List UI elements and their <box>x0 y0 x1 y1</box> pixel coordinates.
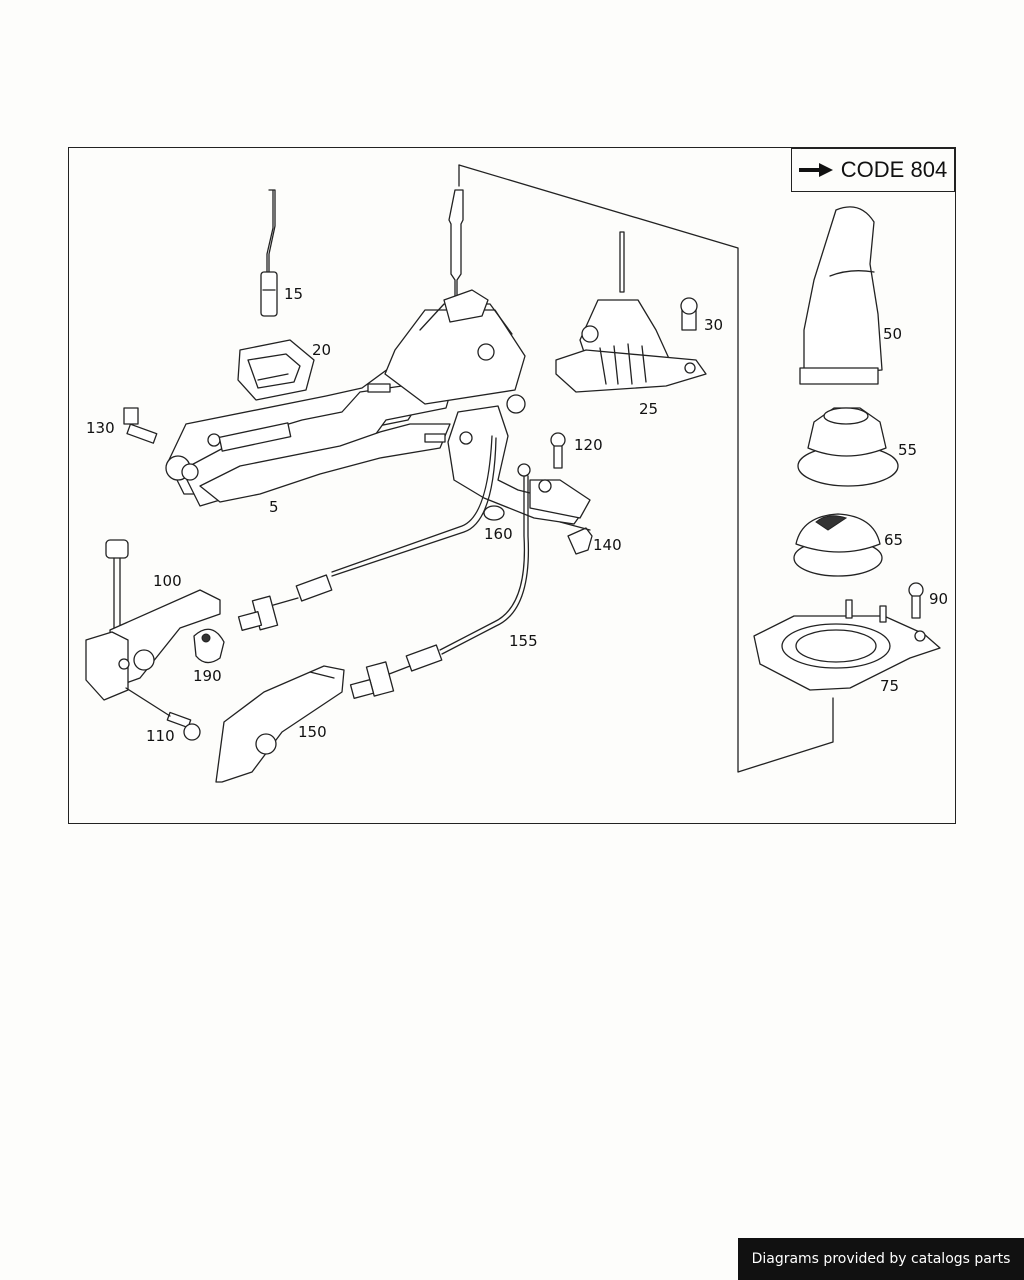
part-15-shift-rod <box>260 189 278 317</box>
group-bracket-line-top <box>458 164 834 773</box>
code-804-box: CODE 804 <box>791 148 955 192</box>
callout-50: 50 <box>883 325 903 343</box>
part-5-shifter-frame <box>165 355 585 525</box>
callout-25: 25 <box>639 400 659 418</box>
part-110-screw <box>166 711 201 741</box>
callout-30: 30 <box>704 316 724 334</box>
part-90-bolt <box>908 582 924 619</box>
part-130-pin <box>123 407 158 444</box>
callout-155: 155 <box>509 632 538 650</box>
callout-65: 65 <box>884 531 904 549</box>
callout-90: 90 <box>929 590 949 608</box>
part-160-washer <box>483 505 505 521</box>
part-140-clip <box>559 521 593 555</box>
part-65-ring <box>793 513 883 577</box>
callout-120: 120 <box>574 436 603 454</box>
callout-160: 160 <box>484 525 513 543</box>
leader-110 <box>125 687 171 717</box>
part-20-bracket <box>237 339 315 401</box>
part-150-cover <box>215 665 345 783</box>
part-50-shift-gaiter <box>799 206 883 385</box>
diagram-frame <box>68 147 956 824</box>
callout-110: 110 <box>146 727 175 745</box>
callout-55: 55 <box>898 441 918 459</box>
callout-130: 130 <box>86 419 115 437</box>
part-120-bolt <box>550 432 566 469</box>
part-center-lever-housing <box>384 189 526 445</box>
part-side-bracket <box>529 479 591 519</box>
callout-20: 20 <box>312 341 332 359</box>
footer-credit-badge: Diagrams provided by catalogs parts <box>738 1238 1024 1280</box>
part-75-base-plate <box>753 599 941 691</box>
callout-5: 5 <box>269 498 279 516</box>
part-100-lever-assembly <box>85 539 221 701</box>
part-25-shifter-unit <box>555 231 707 393</box>
callout-150: 150 <box>298 723 327 741</box>
footer-credit-text: Diagrams provided by catalogs parts <box>751 1251 1011 1267</box>
part-55-boot <box>797 407 899 487</box>
callout-15: 15 <box>284 285 304 303</box>
cable-upper <box>237 435 497 631</box>
part-155-cable <box>349 463 531 699</box>
callout-100: 100 <box>153 572 182 590</box>
callout-190: 190 <box>193 667 222 685</box>
callout-140: 140 <box>593 536 622 554</box>
callout-75: 75 <box>880 677 900 695</box>
arrow-right-icon <box>798 163 833 177</box>
part-190-cap <box>193 628 225 664</box>
code-label: CODE 804 <box>840 157 948 182</box>
